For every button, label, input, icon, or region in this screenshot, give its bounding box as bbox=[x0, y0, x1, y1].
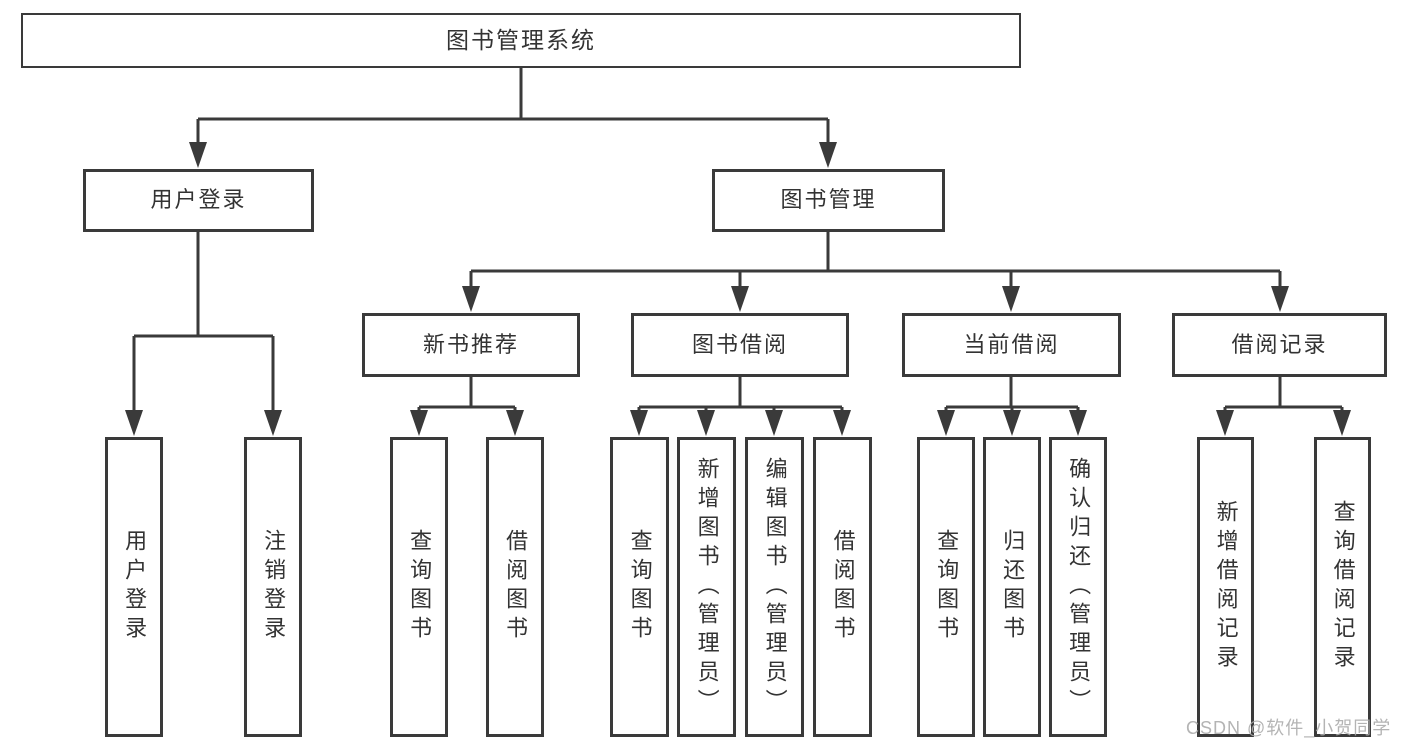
connector-root bbox=[196, 68, 830, 146]
node-book-borrowing: 图书借阅 bbox=[631, 313, 849, 377]
node-root: 图书管理系统 bbox=[21, 13, 1021, 68]
arrowhead-icon bbox=[819, 142, 837, 168]
connector-user-login-group bbox=[132, 232, 275, 414]
arrowhead-icon bbox=[1271, 286, 1289, 312]
connector-borrow-records-group bbox=[1223, 377, 1344, 415]
arrowhead-icon bbox=[1333, 410, 1351, 436]
leaf-user-login: 用户登录 bbox=[105, 437, 163, 737]
arrowhead-icon bbox=[1002, 286, 1020, 312]
connector-book-borrow-group bbox=[637, 377, 844, 415]
leaf-confirm-return-admin: 确认归还（管理员） bbox=[1049, 437, 1107, 737]
node-book-management: 图书管理 bbox=[712, 169, 945, 232]
node-current-borrowing: 当前借阅 bbox=[902, 313, 1121, 377]
arrowhead-icon bbox=[462, 286, 480, 312]
leaf-edit-books-admin: 编辑图书（管理员） bbox=[745, 437, 804, 737]
leaf-add-borrow-record: 新增借阅记录 bbox=[1197, 437, 1254, 737]
arrowhead-icon bbox=[1003, 410, 1021, 436]
arrowhead-icon bbox=[731, 286, 749, 312]
arrowhead-icon bbox=[189, 142, 207, 168]
leaf-add-books-admin: 新增图书（管理员） bbox=[677, 437, 736, 737]
leaf-query-borrow-record: 查询借阅记录 bbox=[1314, 437, 1371, 737]
leaf-query-books-current: 查询图书 bbox=[917, 437, 975, 737]
node-user-login: 用户登录 bbox=[83, 169, 314, 232]
arrowhead-icon bbox=[937, 410, 955, 436]
watermark: CSDN @软件_小贺同学 bbox=[1186, 718, 1392, 738]
leaf-return-books: 归还图书 bbox=[983, 437, 1041, 737]
leaf-logout: 注销登录 bbox=[244, 437, 302, 737]
arrowhead-icon bbox=[1216, 410, 1234, 436]
arrowhead-icon bbox=[833, 410, 851, 436]
leaf-query-books-recommend: 查询图书 bbox=[390, 437, 448, 737]
connector-book-management-group bbox=[469, 232, 1282, 290]
node-new-book-recommend: 新书推荐 bbox=[362, 313, 580, 377]
arrowhead-icon bbox=[410, 410, 428, 436]
arrowhead-icon bbox=[697, 410, 715, 436]
arrowhead-icon bbox=[1069, 410, 1087, 436]
arrowhead-icon bbox=[264, 410, 282, 436]
arrowhead-icon bbox=[630, 410, 648, 436]
arrowhead-icon bbox=[765, 410, 783, 436]
leaf-borrow-books-recommend: 借阅图书 bbox=[486, 437, 544, 737]
leaf-query-books-borrow: 查询图书 bbox=[610, 437, 669, 737]
leaf-borrow-books: 借阅图书 bbox=[813, 437, 872, 737]
arrowhead-icon bbox=[506, 410, 524, 436]
arrowheads bbox=[125, 142, 1351, 436]
connector-new-book-group bbox=[417, 377, 517, 415]
connector-current-borrow-group bbox=[944, 377, 1080, 415]
node-borrowing-records: 借阅记录 bbox=[1172, 313, 1387, 377]
arrowhead-icon bbox=[125, 410, 143, 436]
